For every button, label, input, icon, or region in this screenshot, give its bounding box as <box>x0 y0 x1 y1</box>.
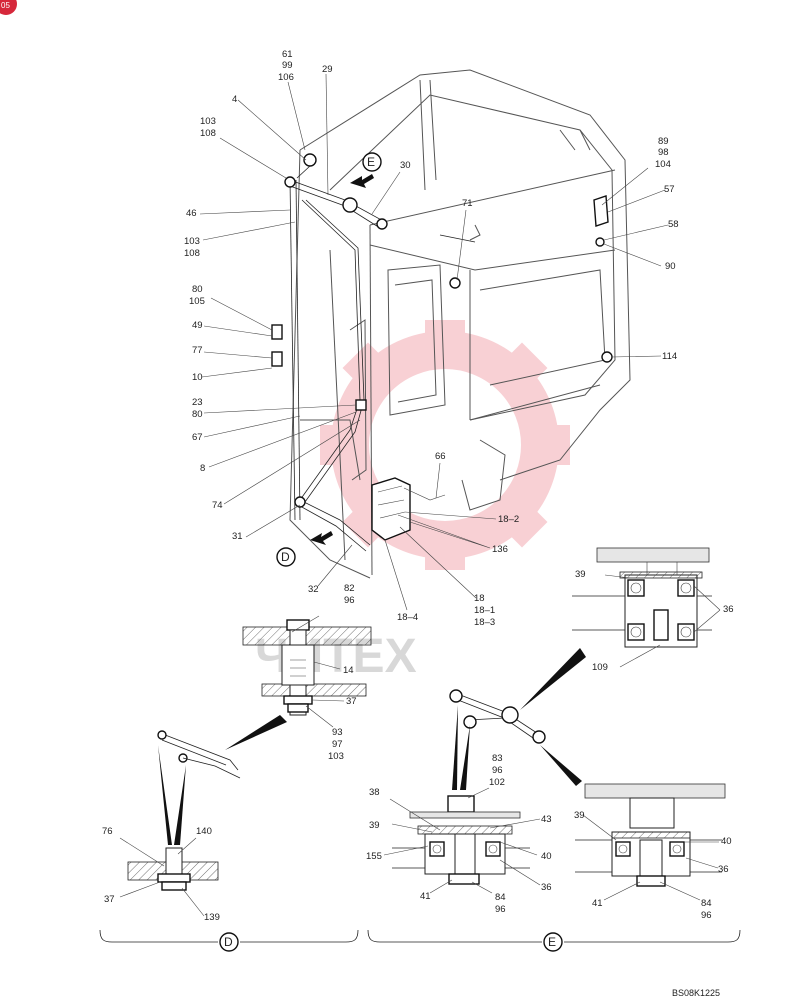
callout-label-c46: 46 <box>186 208 197 219</box>
callout-label-c61: 61 <box>282 49 293 60</box>
callout-label-c49: 49 <box>192 320 203 331</box>
callout-label-c14: 14 <box>343 665 354 676</box>
callout-label-c77: 77 <box>192 345 203 356</box>
callout-label-c83: 83 <box>492 753 503 764</box>
callout-label-c99: 99 <box>282 60 293 71</box>
callout-label-c105: 105 <box>189 296 205 307</box>
callout-label-c96d: 96 <box>701 910 712 921</box>
callout-label-c37b: 37 <box>104 894 115 905</box>
callout-label-c84a: 84 <box>495 892 506 903</box>
callout-label-c97: 97 <box>332 739 343 750</box>
view-marker-d: D <box>276 531 333 567</box>
view-marker-e: E <box>350 152 382 188</box>
callout-label-c30: 30 <box>400 160 411 171</box>
pointer-wedges <box>158 648 586 845</box>
callout-label-c109: 109 <box>592 662 608 673</box>
callout-label-c96c: 96 <box>495 904 506 915</box>
callout-label-c36b: 36 <box>541 882 552 893</box>
detail-top-right <box>572 547 712 648</box>
page-corner-badge: 05 <box>0 0 17 15</box>
callout-label-c36c: 36 <box>718 864 729 875</box>
callout-label-c40a: 40 <box>541 851 552 862</box>
callout-label-c39a: 39 <box>575 569 586 580</box>
callout-label-c37a: 37 <box>346 696 357 707</box>
callout-label-c39c: 39 <box>574 810 585 821</box>
section-bracket-d: D <box>99 929 359 952</box>
leader-lines <box>119 73 721 917</box>
callout-label-c18_4: 18–4 <box>397 612 418 623</box>
callout-label-c38: 38 <box>369 787 380 798</box>
callout-label-c43: 43 <box>541 814 552 825</box>
callout-label-c40b: 40 <box>721 836 732 847</box>
callout-label-c41a: 41 <box>420 891 431 902</box>
callout-label-c84b: 84 <box>701 898 712 909</box>
callout-label-c93: 93 <box>332 727 343 738</box>
callout-label-c140: 140 <box>196 826 212 837</box>
callout-label-c4: 4 <box>232 94 237 105</box>
detail-e-center <box>392 795 530 885</box>
washer-tank <box>371 477 446 541</box>
callout-label-c82: 82 <box>344 583 355 594</box>
callout-label-c18: 18 <box>474 593 485 604</box>
view-marker-d-letter: D <box>281 550 290 564</box>
view-marker-e-letter: E <box>367 155 375 169</box>
callout-label-c103b: 103 <box>184 236 200 247</box>
callout-label-c96a: 96 <box>344 595 355 606</box>
callout-label-c90: 90 <box>665 261 676 272</box>
callout-label-c80b: 80 <box>192 409 203 420</box>
section-e-letter: E <box>548 935 556 949</box>
callout-label-c108a: 108 <box>200 128 216 139</box>
section-d-letter: D <box>224 935 233 949</box>
callout-label-c18_3: 18–3 <box>474 617 495 628</box>
callout-label-c76: 76 <box>102 826 113 837</box>
callout-label-c10: 10 <box>192 372 203 383</box>
callout-label-c96b: 96 <box>492 765 503 776</box>
callout-label-c106: 106 <box>278 72 294 83</box>
wiper-linkage <box>271 153 613 552</box>
detail-bolt-center <box>242 619 372 716</box>
linkage-e-arms <box>449 689 546 744</box>
callout-label-c58: 58 <box>668 219 679 230</box>
detail-d <box>127 730 241 891</box>
callout-label-c155: 155 <box>366 851 382 862</box>
callout-labels: 6199106294103108304610310871899810457589… <box>102 49 734 923</box>
callout-label-c32: 32 <box>308 584 319 595</box>
callout-label-c136: 136 <box>492 544 508 555</box>
callout-label-c108b: 108 <box>184 248 200 259</box>
callout-label-c89: 89 <box>658 136 669 147</box>
callout-label-c39b: 39 <box>369 820 380 831</box>
callout-label-c41b: 41 <box>592 898 603 909</box>
callout-label-c23: 23 <box>192 397 203 408</box>
callout-label-c139: 139 <box>204 912 220 923</box>
callout-label-c102: 102 <box>489 777 505 788</box>
callout-label-c104: 104 <box>655 159 671 170</box>
callout-label-c67: 67 <box>192 432 203 443</box>
callout-label-c98: 98 <box>658 147 669 158</box>
detail-mid-right <box>575 783 726 887</box>
drawing-code: BS08K1225 <box>672 988 720 998</box>
corner-badge-text: 05 <box>1 1 10 10</box>
callout-label-c8: 8 <box>200 463 205 474</box>
callout-label-c66: 66 <box>435 451 446 462</box>
callout-label-c36a: 36 <box>723 604 734 615</box>
callout-label-c18_2: 18–2 <box>498 514 519 525</box>
callout-label-c71: 71 <box>462 198 473 209</box>
callout-label-c80a: 80 <box>192 284 203 295</box>
callout-label-c18_1: 18–1 <box>474 605 495 616</box>
callout-label-c114: 114 <box>662 351 677 362</box>
callout-label-c103c: 103 <box>328 751 344 762</box>
watermark-gear <box>320 320 570 570</box>
callout-label-c29: 29 <box>322 64 333 75</box>
callout-label-c31: 31 <box>232 531 243 542</box>
callout-label-c103a: 103 <box>200 116 216 127</box>
callout-label-c74: 74 <box>212 500 223 511</box>
section-bracket-e: E <box>367 929 741 952</box>
callout-label-c57: 57 <box>664 184 675 195</box>
